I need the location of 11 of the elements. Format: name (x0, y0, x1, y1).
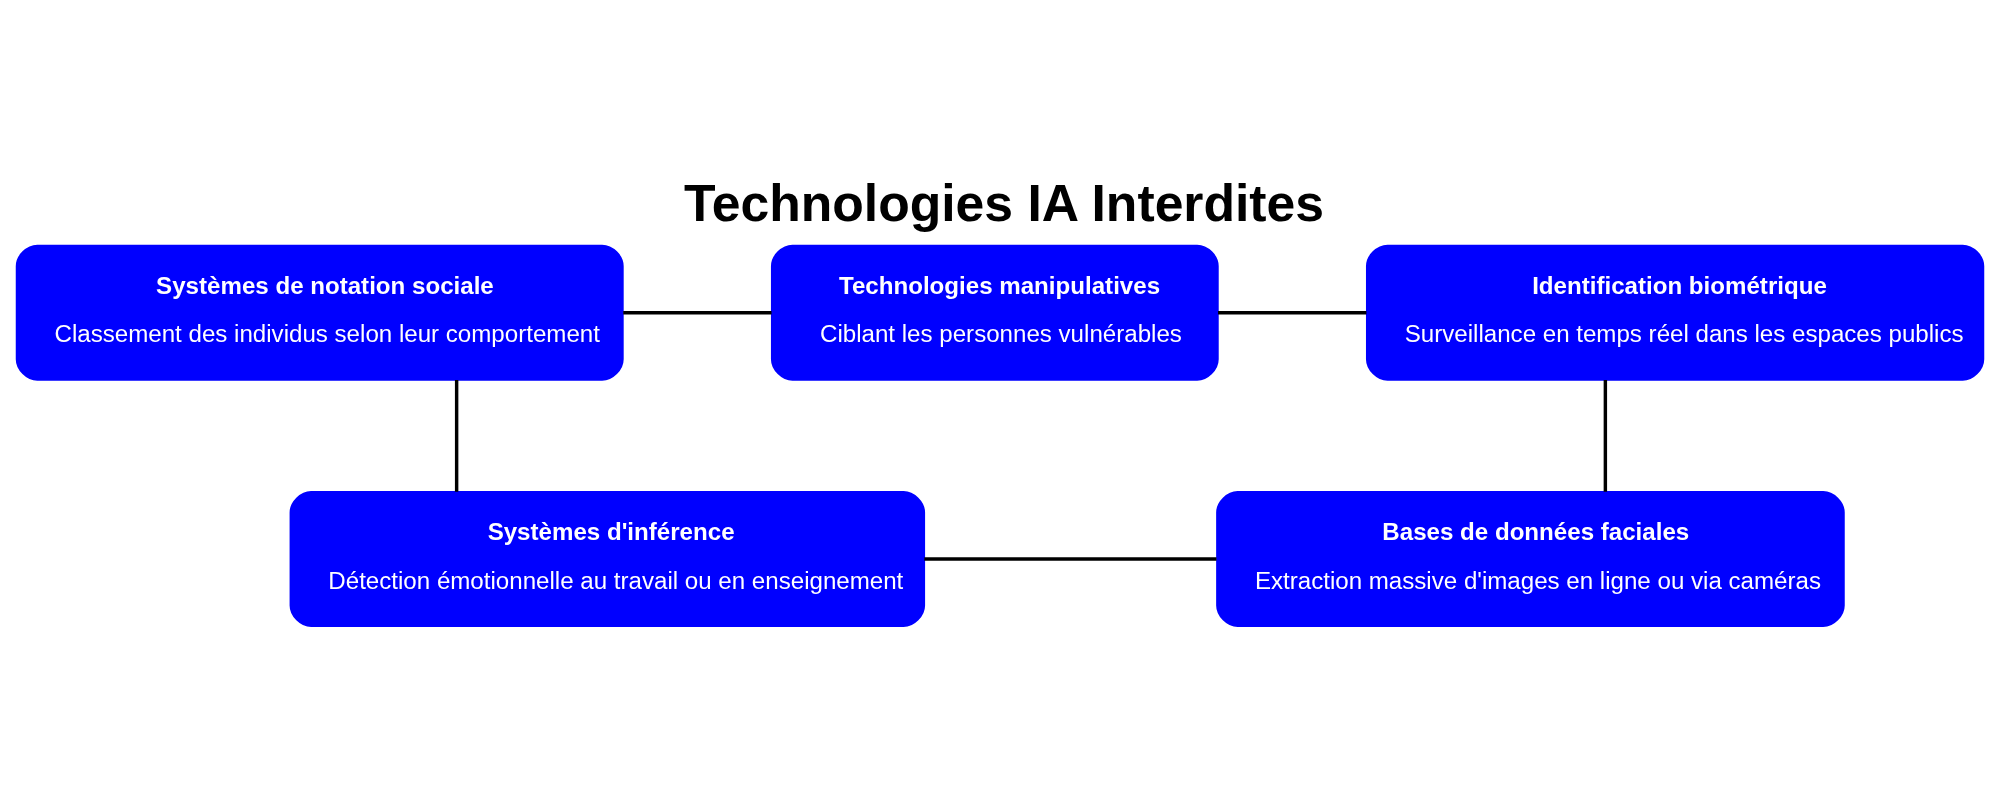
connector (454, 379, 459, 492)
connector (1603, 379, 1608, 492)
connector (623, 310, 772, 314)
node-box: Systèmes d'inférence Détection émotionnelle au travail ou en enseignement (289, 490, 926, 627)
node-box: Technologies manipulatives Ciblant les personnes vulnérables (770, 244, 1219, 381)
node-box: Bases de données faciales Extraction massive d'images en ligne ou via caméras (1216, 490, 1845, 627)
diagram-title: Technologies IA Interdites (683, 173, 1325, 232)
node-box: Systèmes de notation sociale Classement des individus selon leur comportement (15, 244, 624, 381)
node-box: Identification biométrique Surveillance en temps réel dans les espaces publics (1365, 244, 1985, 381)
connector (924, 556, 1217, 561)
connector (1218, 310, 1367, 314)
